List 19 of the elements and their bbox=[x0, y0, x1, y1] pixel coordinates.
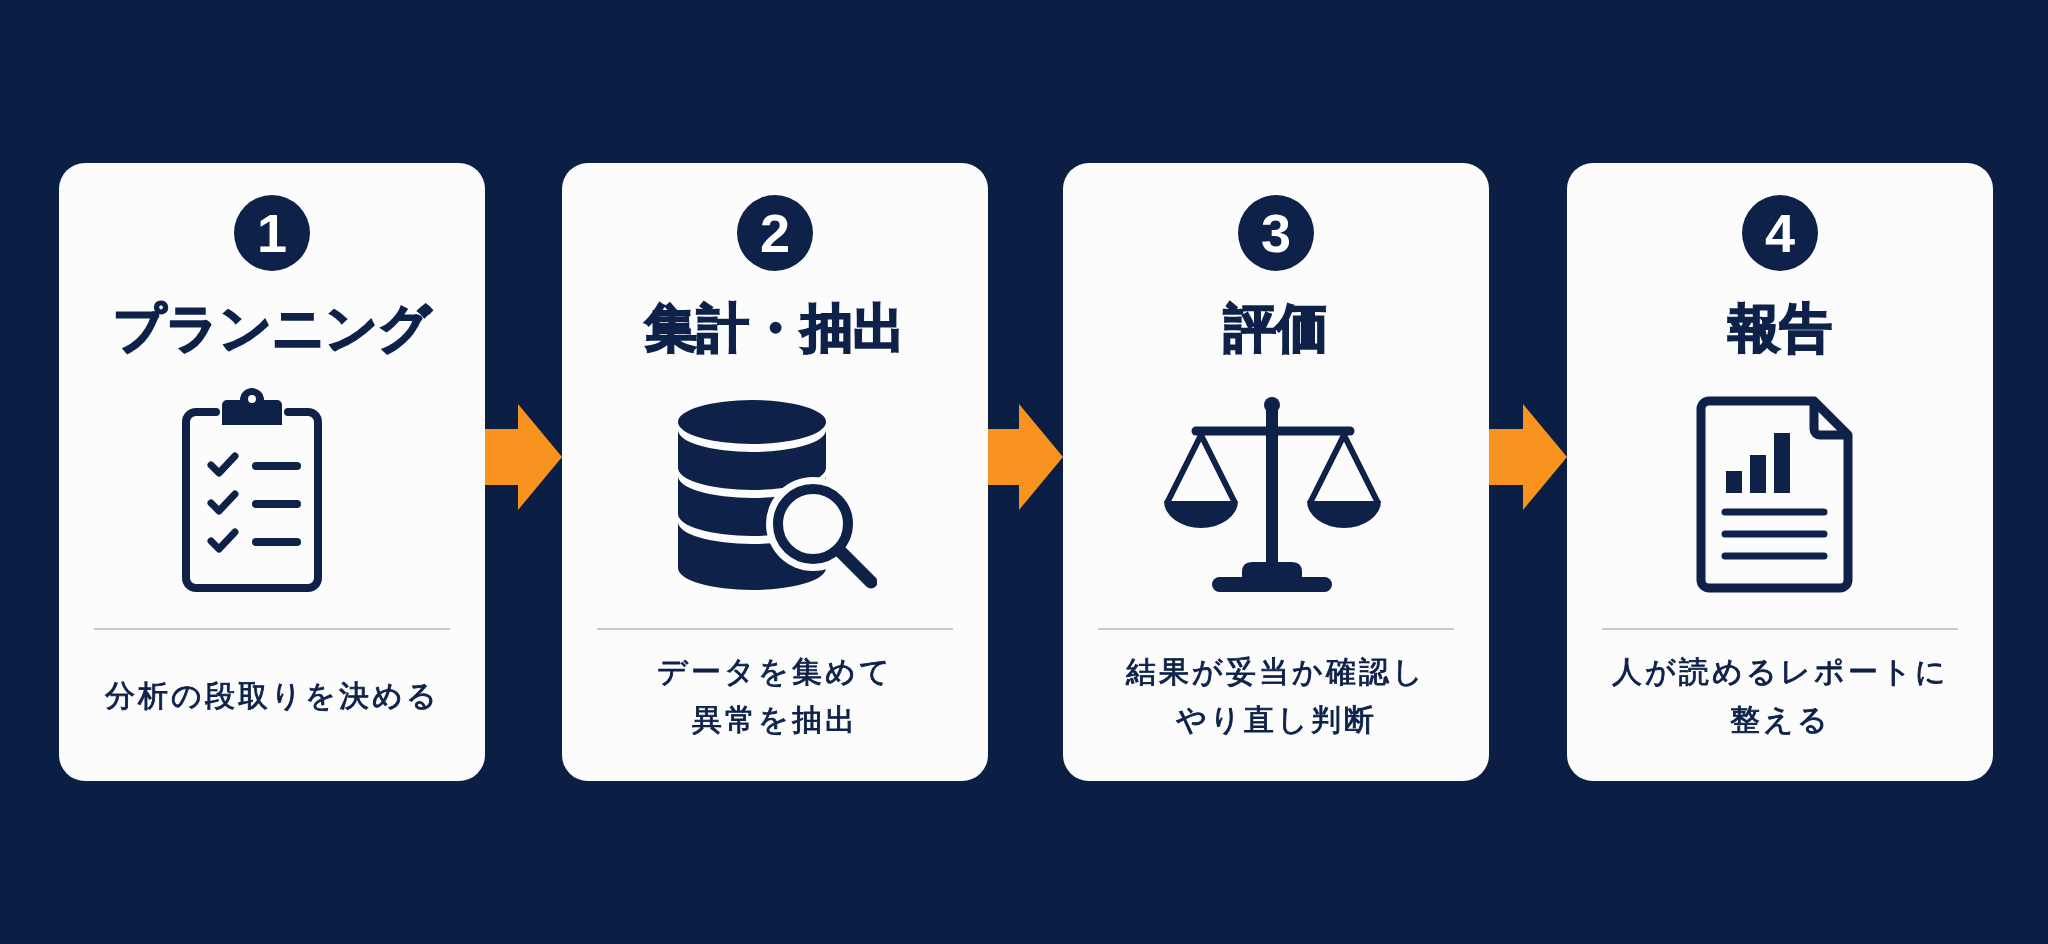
step-description: 分析の段取りを決める bbox=[104, 677, 440, 715]
step-card bbox=[1567, 163, 1993, 781]
number-badge: 4 bbox=[1742, 195, 1818, 271]
step-description: 人が読めるレポートに整える bbox=[1610, 653, 1950, 739]
step-title: 集計・抽出 bbox=[645, 297, 905, 360]
step-card bbox=[1063, 163, 1489, 781]
arrow bbox=[1489, 404, 1567, 510]
step-title: 評価 bbox=[1224, 297, 1328, 360]
number-badge: 3 bbox=[1238, 195, 1314, 271]
step-description: データを集めて異常を抽出 bbox=[656, 653, 894, 739]
step-card bbox=[562, 163, 988, 781]
number-badge: 2 bbox=[737, 195, 813, 271]
arrow bbox=[988, 404, 1063, 510]
step-title: プランニング bbox=[113, 297, 431, 360]
number-badge: 1 bbox=[234, 195, 310, 271]
arrow bbox=[485, 404, 562, 510]
step-title: 報告 bbox=[1728, 297, 1832, 360]
step-card bbox=[59, 163, 485, 781]
step-description: 結果が妥当か確認しやり直し判断 bbox=[1125, 653, 1427, 739]
